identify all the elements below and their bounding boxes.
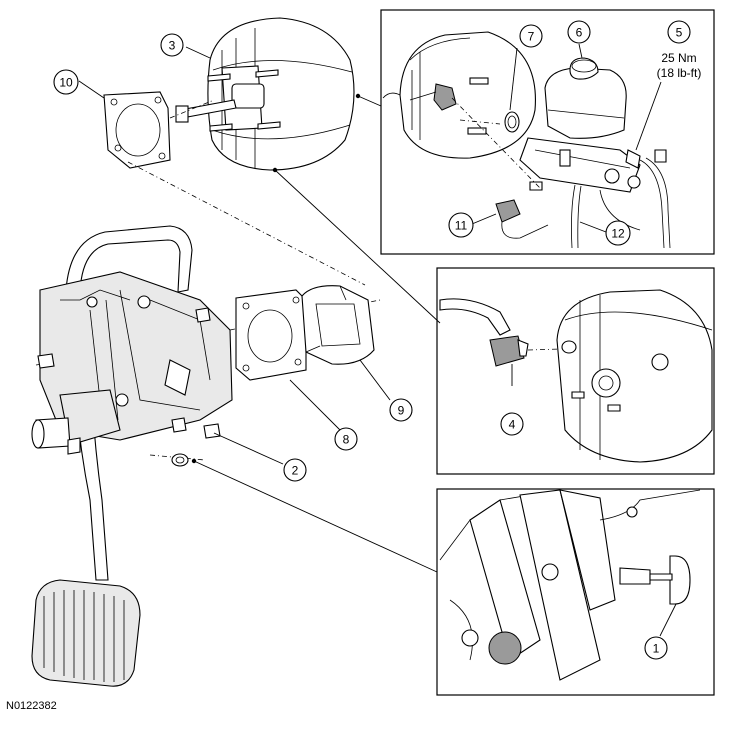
- leader-lines: [78, 43, 677, 637]
- svg-text:7: 7: [528, 30, 535, 44]
- gasket-8: [235, 289, 307, 381]
- gasket-10: [103, 91, 171, 169]
- svg-text:12: 12: [611, 227, 625, 241]
- torque-spec: 25 Nm (18 lb-ft): [657, 51, 702, 80]
- svg-text:6: 6: [576, 26, 583, 40]
- torque-spec-lbft: (18 lb-ft): [657, 66, 702, 80]
- callout-7: 7: [519, 24, 543, 48]
- callout-5: 5: [667, 20, 691, 44]
- brake-booster: [175, 17, 355, 171]
- svg-text:11: 11: [455, 219, 468, 233]
- detail-panel-booster-sensor: [436, 267, 715, 475]
- callout-4: 4: [500, 412, 524, 436]
- svg-text:9: 9: [398, 404, 405, 418]
- callout-6: 6: [567, 20, 591, 44]
- callout-12: 12: [605, 220, 631, 246]
- pedal-support-bracket: [31, 225, 233, 687]
- svg-text:5: 5: [676, 26, 683, 40]
- svg-text:10: 10: [59, 76, 73, 90]
- svg-text:2: 2: [292, 464, 299, 478]
- svg-text:4: 4: [509, 418, 516, 432]
- callout-9: 9: [389, 398, 413, 422]
- callout-3: 3: [160, 33, 184, 57]
- detail-panel-master-cylinder: [380, 9, 715, 255]
- callout-11: 11: [448, 212, 474, 238]
- detail-panel-pedal-bracket: [436, 488, 715, 696]
- callout-10: 10: [53, 69, 79, 95]
- svg-text:8: 8: [343, 433, 350, 447]
- figure-id: N0122382: [6, 700, 57, 712]
- torque-spec-nm: 25 Nm: [661, 51, 696, 65]
- callout-1: 1: [644, 636, 668, 660]
- callout-8: 8: [334, 427, 358, 451]
- spacer-9: [301, 285, 375, 365]
- svg-text:3: 3: [169, 39, 176, 53]
- callout-2: 2: [283, 458, 307, 482]
- svg-text:1: 1: [653, 642, 660, 656]
